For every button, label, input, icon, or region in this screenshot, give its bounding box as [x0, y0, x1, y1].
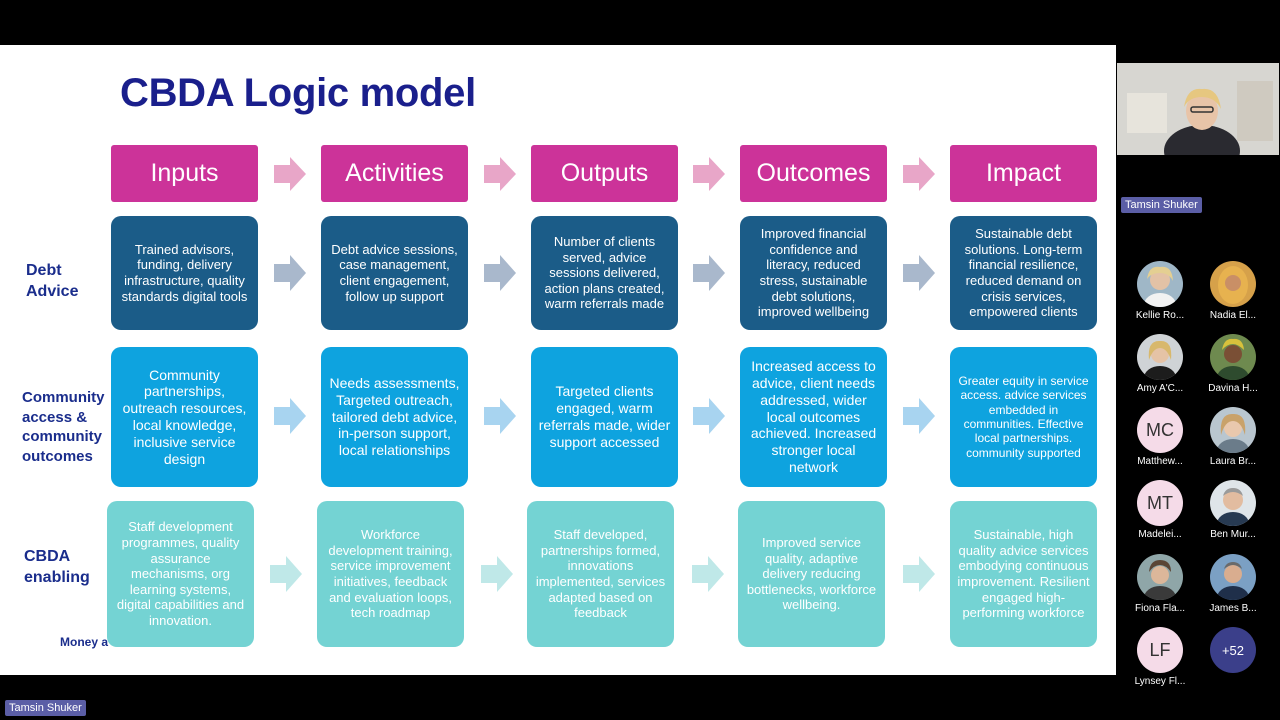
avatar [1210, 480, 1256, 526]
cell-community-outputs: Targeted clients engaged, warm referrals… [531, 347, 678, 487]
arrow-icon [484, 157, 516, 191]
cell-debt-impact: Sustainable debt solutions. Long-term fi… [950, 216, 1097, 330]
participant-tile[interactable]: Laura Br... [1198, 407, 1268, 467]
cell-enabling-inputs: Staff development programmes, quality as… [107, 501, 254, 647]
participant-name: Ben Mur... [1210, 529, 1256, 540]
avatar-initials: LF [1149, 639, 1171, 660]
avatar-initials: MT [1147, 492, 1173, 513]
participant-name: Davina H... [1208, 383, 1258, 394]
cell-enabling-outcomes: Improved service quality, adaptive deliv… [738, 501, 885, 647]
avatar-initials: MC [1146, 419, 1174, 440]
avatar [1210, 334, 1256, 380]
arrow-icon [274, 398, 306, 434]
participant-tile[interactable]: Amy A'C... [1125, 334, 1195, 394]
more-participants-button[interactable]: +52 [1198, 627, 1268, 673]
participant-name: Matthew... [1137, 456, 1183, 467]
header-impact: Impact [950, 145, 1097, 202]
arrow-icon [903, 255, 935, 291]
cell-enabling-impact: Sustainable, high quality advice service… [950, 501, 1097, 647]
avatar: MC [1137, 407, 1183, 453]
cell-community-outcomes: Increased access to advice, client needs… [740, 347, 887, 487]
arrow-icon [693, 255, 725, 291]
avatar: LF [1137, 627, 1183, 673]
speaker-video-icon [1117, 63, 1279, 155]
speaker-video-tile[interactable] [1117, 63, 1279, 155]
participant-name: Kellie Ro... [1135, 310, 1185, 321]
arrow-icon [903, 556, 935, 592]
avatar [1137, 261, 1183, 307]
header-activities: Activities [321, 145, 468, 202]
participant-name: Amy A'C... [1136, 383, 1184, 394]
participant-name: Madelei... [1138, 529, 1182, 540]
participant-tile[interactable]: Ben Mur... [1198, 480, 1268, 540]
participant-name: Nadia El... [1209, 310, 1257, 321]
cell-enabling-activities: Workforce development training, service … [317, 501, 464, 647]
arrow-icon [693, 157, 725, 191]
participant-tile[interactable]: MT Madelei... [1125, 480, 1195, 540]
row-label-community: Community access & community outcomes [22, 389, 105, 465]
cell-community-impact: Greater equity in service access. advice… [950, 347, 1097, 487]
arrow-icon [274, 157, 306, 191]
participant-name: Lynsey Fl... [1134, 676, 1186, 687]
avatar [1137, 554, 1183, 600]
participant-tile[interactable]: Kellie Ro... [1125, 261, 1195, 321]
participant-name: Fiona Fla... [1134, 603, 1186, 614]
arrow-icon [274, 255, 306, 291]
more-participants-count: +52 [1210, 627, 1256, 673]
avatar: MT [1137, 480, 1183, 526]
participant-tile[interactable]: LF Lynsey Fl... [1125, 627, 1195, 687]
presenter-name-tag: Tamsin Shuker [5, 700, 86, 716]
header-outputs: Outputs [531, 145, 678, 202]
cell-community-activities: Needs assessments, Targeted outreach, ta… [321, 347, 468, 487]
cell-debt-inputs: Trained advisors, funding, delivery infr… [111, 216, 258, 330]
arrow-icon [270, 556, 302, 592]
participant-tile[interactable]: Fiona Fla... [1125, 554, 1195, 614]
participant-name: James B... [1209, 603, 1257, 614]
row-label-debt-advice: Debt Advice [26, 262, 79, 300]
arrow-icon [481, 556, 513, 592]
header-inputs: Inputs [111, 145, 258, 202]
slide-footer-note: Money a [60, 635, 109, 649]
cell-debt-outputs: Number of clients served, advice session… [531, 216, 678, 330]
arrow-icon [484, 255, 516, 291]
row-label-cbda-enabling: CBDA enabling [24, 548, 90, 586]
participant-tile[interactable]: James B... [1198, 554, 1268, 614]
arrow-icon [903, 157, 935, 191]
avatar [1137, 334, 1183, 380]
shared-slide: CBDA Logic model Inputs Activities Outpu… [0, 45, 1116, 675]
participant-tile[interactable]: MC Matthew... [1125, 407, 1195, 467]
cell-debt-outcomes: Improved financial confidence and litera… [740, 216, 887, 330]
cell-enabling-outputs: Staff developed, partnerships formed, in… [527, 501, 674, 647]
participant-name: Laura Br... [1209, 456, 1257, 467]
participant-tile[interactable]: Davina H... [1198, 334, 1268, 394]
header-outcomes: Outcomes [740, 145, 887, 202]
avatar [1210, 261, 1256, 307]
cell-community-inputs: Community partnerships, outreach resourc… [111, 347, 258, 487]
arrow-icon [903, 398, 935, 434]
participant-tile[interactable]: Nadia El... [1198, 261, 1268, 321]
arrow-icon [692, 556, 724, 592]
slide-title: CBDA Logic model [120, 71, 476, 115]
avatar [1210, 407, 1256, 453]
cell-debt-activities: Debt advice sessions, case management, c… [321, 216, 468, 330]
speaker-name-tag: Tamsin Shuker [1121, 197, 1202, 213]
arrow-icon [693, 398, 725, 434]
avatar [1210, 554, 1256, 600]
arrow-icon [484, 398, 516, 434]
